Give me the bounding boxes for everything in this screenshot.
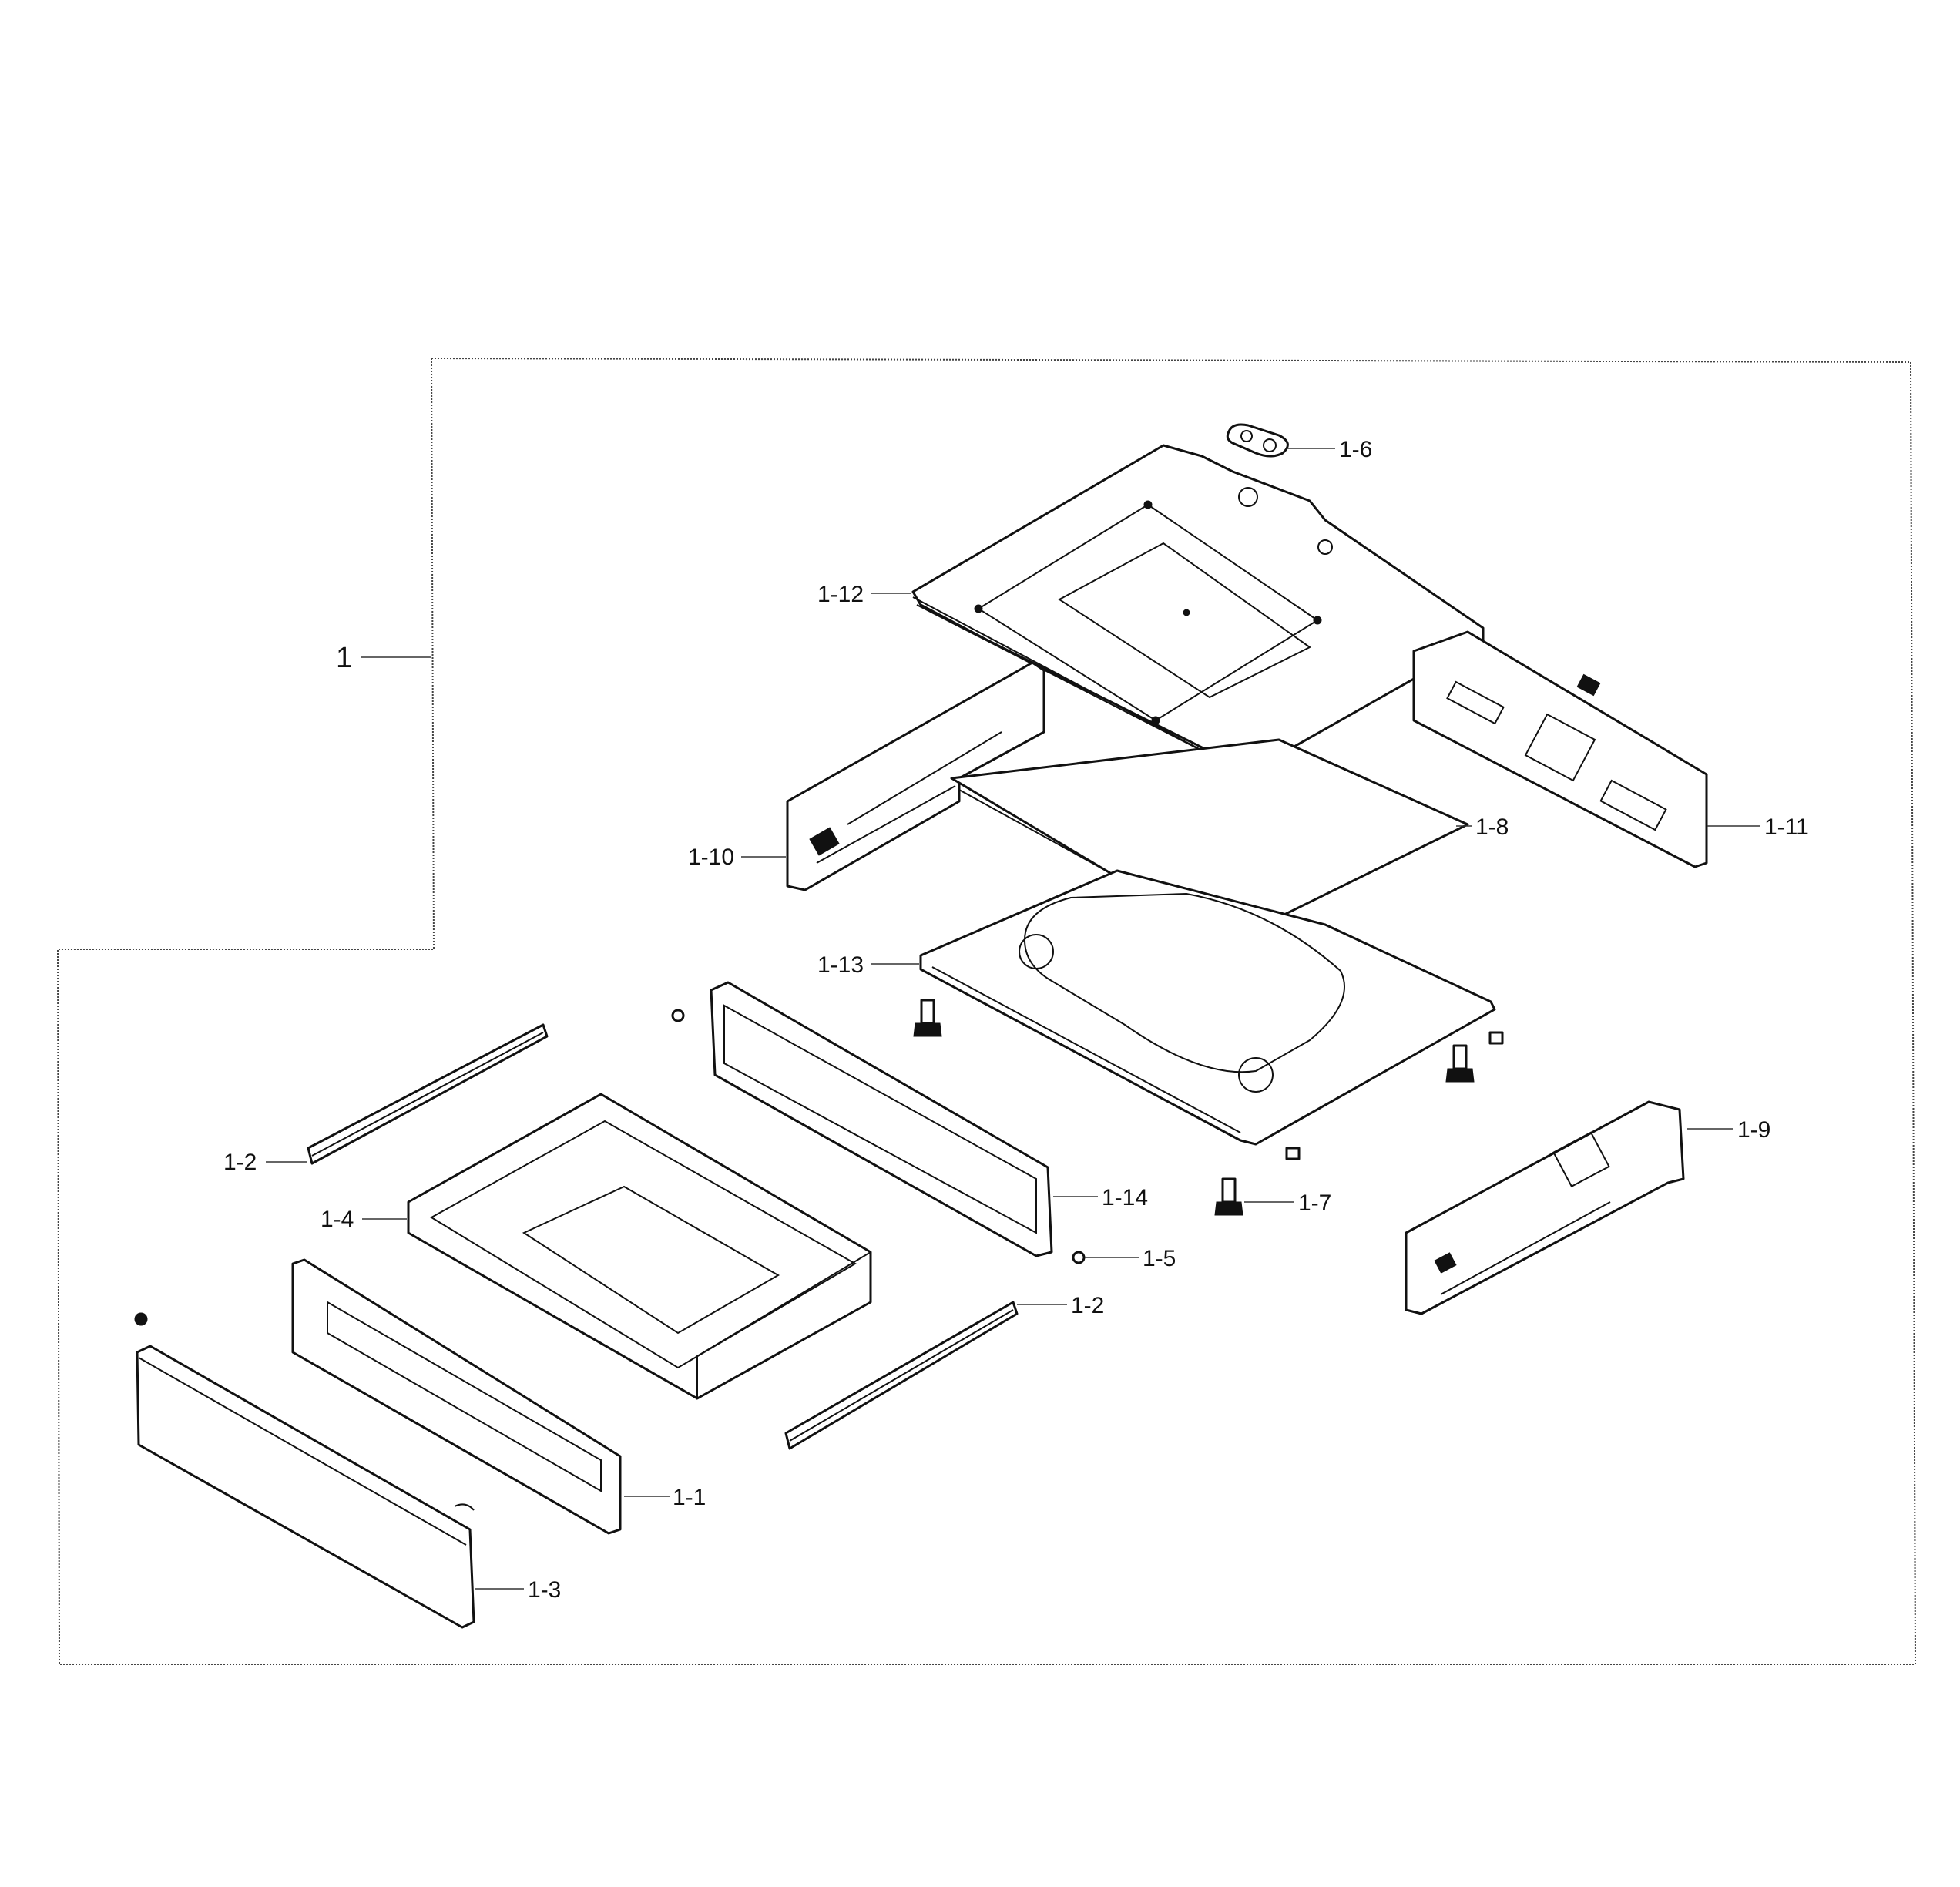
part-1-6-gasket [1226,423,1289,458]
callout-label-1-6: 1-6 [1339,437,1372,462]
leveling-leg-2 [1445,1044,1475,1083]
callout-label-1-14: 1-14 [1102,1185,1148,1210]
fastener-2 [134,1312,148,1326]
callout-1-9: 1-9 [1687,1117,1770,1143]
leveling-leg-3 [1214,1177,1243,1216]
fastener-1-5 [1072,1251,1086,1264]
part-1-3-drawer-front [136,1345,475,1629]
callout-label-1-10: 1-10 [688,844,734,870]
callout-1-10: 1-10 [688,844,786,870]
callout-1-4: 1-4 [321,1207,407,1232]
clip-1 [1488,1031,1504,1045]
part-1-9-lower-panel [1405,1100,1685,1315]
callout-1-1: 1-1 [624,1485,706,1510]
part-1-10-left-panel [786,661,1045,891]
callout-label-1-12: 1-12 [817,582,864,607]
fastener-1 [671,1009,685,1022]
part-1-7-leveling-legs [913,999,1475,1216]
callout-1-13: 1-13 [817,952,919,978]
callout-label-1-2b: 1-2 [1071,1293,1104,1318]
callout-label-1: 1 [336,642,352,674]
part-1-1-drawer-frame [291,1258,622,1535]
part-1-2-rail-right [784,1301,1019,1450]
part-1-2-rail-left [307,1023,549,1165]
callout-label-1-11: 1-11 [1764,814,1809,840]
part-1-4-drawer-tub [407,1093,872,1400]
callout-1-3: 1-3 [475,1577,561,1603]
callout-1-11: 1-11 [1707,814,1809,840]
part-1-14-rear-frame [710,981,1053,1257]
callout-1-14: 1-14 [1053,1185,1148,1210]
callout-label-1-5: 1-5 [1143,1246,1176,1271]
part-1-12-top-plate [911,444,1485,775]
callout-label-1-3: 1-3 [528,1577,561,1603]
callout-1-12: 1-12 [817,582,911,607]
callout-label-1-13: 1-13 [817,952,864,978]
assembly-boundary [56,357,1917,1665]
callout-1-5: 1-5 [1085,1246,1176,1271]
callout-1-6: 1-6 [1287,437,1372,462]
callout-1-7: 1-7 [1244,1190,1331,1216]
callout-1-8: 1-8 [1456,814,1509,840]
callout-label-1-4: 1-4 [321,1207,354,1232]
clip-2 [1285,1147,1301,1160]
callout-label-1-8: 1-8 [1475,814,1509,840]
callout-label-1-7: 1-7 [1298,1190,1331,1216]
callout-label-1-9: 1-9 [1737,1117,1770,1143]
callout-label-1-1: 1-1 [673,1485,706,1510]
callout-1-2b: 1-2 [1017,1293,1104,1318]
part-1-13-base-plate [919,869,1496,1146]
callout-1: 1 [336,642,431,674]
part-1-11-right-panel [1412,630,1708,868]
callout-label-1-2a: 1-2 [223,1150,257,1175]
callout-1-2a: 1-2 [223,1150,307,1175]
leveling-leg-1 [913,999,942,1037]
